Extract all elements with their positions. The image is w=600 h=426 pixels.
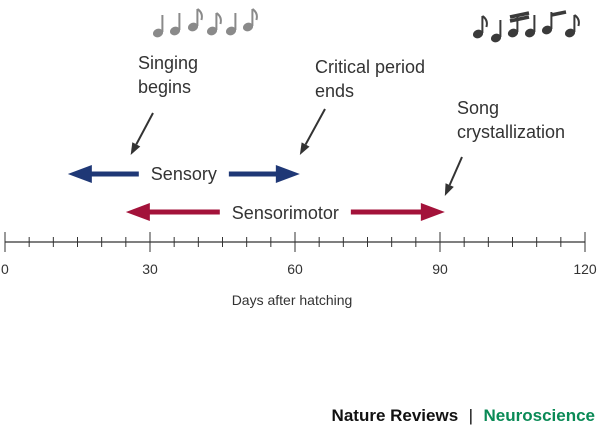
note-head bbox=[490, 33, 502, 43]
note-flag bbox=[251, 8, 258, 21]
juvenile-note bbox=[225, 13, 237, 36]
adult-note bbox=[490, 20, 502, 43]
tick-label: 60 bbox=[287, 261, 303, 277]
sensorimotor-phase-label: Sensorimotor bbox=[232, 203, 339, 223]
note-beam bbox=[551, 10, 567, 17]
juvenile-music-notes-icon bbox=[152, 8, 258, 38]
juvenile-note bbox=[187, 9, 199, 32]
juvenile-note bbox=[206, 13, 218, 36]
note-head bbox=[242, 22, 254, 32]
sensory-arrow-head-left bbox=[67, 165, 92, 183]
note-head bbox=[206, 26, 218, 36]
note-head bbox=[169, 26, 181, 36]
sensory-arrow-head-right bbox=[275, 165, 300, 183]
song-crystallization-pointer-line bbox=[448, 156, 463, 186]
singing-begins-pointer-head bbox=[130, 142, 141, 155]
note-flag bbox=[215, 12, 222, 25]
critical-period-pointer-head bbox=[299, 142, 310, 155]
tick-label: 30 bbox=[142, 261, 158, 277]
note-head bbox=[472, 29, 484, 39]
brand-journal-name: Nature Reviews bbox=[332, 406, 459, 425]
juvenile-note bbox=[169, 13, 181, 36]
adult-music-notes-icon bbox=[472, 10, 580, 43]
juvenile-note bbox=[152, 15, 164, 38]
note-beam bbox=[509, 11, 530, 19]
note-head bbox=[507, 28, 519, 38]
callout-arrows bbox=[130, 108, 463, 196]
journal-brand: Nature Reviews | Neuroscience bbox=[332, 406, 595, 425]
critical-period-pointer-line bbox=[304, 108, 326, 145]
note-flag bbox=[196, 8, 203, 21]
note-head bbox=[564, 28, 576, 38]
adult-note bbox=[564, 15, 576, 38]
song-crystallization-label: Song crystallization bbox=[457, 98, 565, 142]
note-flag bbox=[481, 15, 488, 28]
adult-note bbox=[541, 12, 553, 35]
tick-label: 0 bbox=[1, 261, 9, 277]
critical-period-ends-label: Critical period ends bbox=[315, 57, 430, 101]
tick-label: 90 bbox=[432, 261, 448, 277]
brand-field-name: Neuroscience bbox=[484, 406, 596, 425]
phase-arrows bbox=[67, 165, 445, 221]
note-head bbox=[152, 28, 164, 38]
song-crystallization-pointer-head bbox=[444, 183, 454, 196]
time-axis: 0 30 60 90 120 bbox=[1, 232, 597, 277]
note-head bbox=[541, 25, 553, 35]
singing-begins-label: Singing begins bbox=[138, 53, 203, 97]
juvenile-note bbox=[242, 9, 254, 32]
sensory-phase-label: Sensory bbox=[151, 164, 217, 184]
note-head bbox=[187, 22, 199, 32]
singing-begins-pointer-line bbox=[135, 112, 154, 145]
tick-label: 120 bbox=[573, 261, 597, 277]
adult-note bbox=[472, 16, 484, 39]
adult-note bbox=[524, 15, 536, 38]
axis-title: Days after hatching bbox=[232, 292, 353, 308]
brand-separator: | bbox=[469, 406, 473, 425]
note-flag bbox=[573, 14, 580, 27]
sensorimotor-arrow-head-left bbox=[125, 203, 150, 221]
note-head bbox=[225, 26, 237, 36]
sensorimotor-arrow-head-right bbox=[420, 203, 445, 221]
note-head bbox=[524, 28, 536, 38]
note-beam bbox=[509, 15, 530, 23]
